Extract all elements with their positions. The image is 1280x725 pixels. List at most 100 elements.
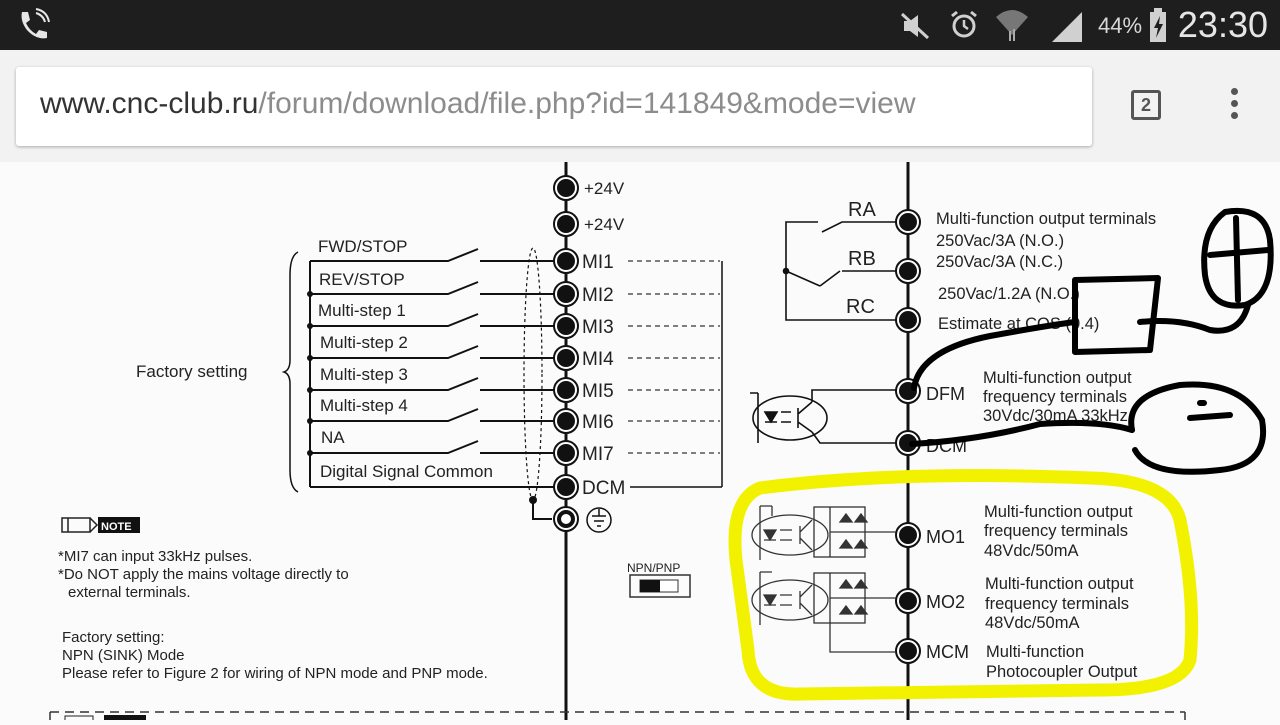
relay-rc-label: RC xyxy=(846,296,875,318)
switch-row xyxy=(307,377,720,393)
note-icon: NOTE xyxy=(61,517,140,533)
battery-charging-icon xyxy=(1150,8,1166,42)
mo1-label: MO1 xyxy=(926,527,965,547)
hand-drawn-annotations xyxy=(909,207,1274,475)
factory-note: Please refer to Figure 2 for wiring of N… xyxy=(62,665,488,682)
relay-rb-label: RB xyxy=(848,248,876,270)
url-bar[interactable]: www.cnc-club.ru/forum/download/file.php?… xyxy=(16,67,1092,146)
relay-text: Estimate at COS (0.4) xyxy=(938,315,1099,333)
mo2-text: frequency terminals xyxy=(985,595,1129,613)
terminal-screw xyxy=(553,506,579,532)
factory-note: NPN (SINK) Mode xyxy=(62,647,185,664)
tab-switcher-button[interactable]: 2 xyxy=(1131,90,1161,120)
mo1-text: Multi-function output xyxy=(984,503,1133,521)
mo1-text: 48Vdc/50mA xyxy=(984,542,1078,560)
mcm-text: Multi-function xyxy=(986,643,1084,661)
terminal-label: MI3 xyxy=(582,317,614,338)
input-label: REV/STOP xyxy=(319,270,405,289)
terminal-screw xyxy=(553,377,579,403)
terminal-screw xyxy=(553,175,579,201)
note-badge: NOTE xyxy=(101,521,132,533)
mo2-label: MO2 xyxy=(926,592,965,612)
battery-percent: 44% xyxy=(1098,13,1143,38)
switch-row xyxy=(307,408,720,424)
note-text: *Do NOT apply the mains voltage directly… xyxy=(58,566,349,583)
terminal-label: MI2 xyxy=(582,285,614,306)
url-host: www.cnc-club.ru xyxy=(40,87,259,120)
terminal-screw xyxy=(895,588,921,614)
dfm-text: Multi-function output xyxy=(983,369,1132,387)
terminal-label: +24V xyxy=(584,215,625,234)
terminal-label: MI5 xyxy=(582,381,614,402)
input-label: FWD/STOP xyxy=(318,237,407,256)
terminal-screw xyxy=(895,307,921,333)
terminal-screw xyxy=(553,313,579,339)
browser-toolbar: www.cnc-club.ru/forum/download/file.php?… xyxy=(0,50,1280,162)
terminal-screw xyxy=(553,345,579,371)
input-label: Multi-step 2 xyxy=(320,333,408,352)
dfm-text: frequency terminals xyxy=(983,388,1127,406)
terminal-screw xyxy=(553,248,579,274)
switch-row xyxy=(307,345,720,361)
relay-text: 250Vac/3A (N.C.) xyxy=(936,253,1063,271)
mo1-text: frequency terminals xyxy=(984,522,1128,540)
mcm-text: Photocoupler Output xyxy=(986,663,1138,681)
terminal-label: MI4 xyxy=(582,349,614,370)
switch-row xyxy=(307,440,720,456)
terminal-screw xyxy=(553,474,579,500)
url-path: /forum/download/file.php?id=141849&mode=… xyxy=(258,87,916,120)
output-terminals xyxy=(895,209,921,664)
input-label: NA xyxy=(321,428,345,447)
switch-row xyxy=(307,281,720,297)
terminal-screw xyxy=(895,258,921,284)
relay-ra-label: RA xyxy=(848,199,876,221)
wiring-diagram: Factory setting +24V +24V MI1 MI2 MI3 MI… xyxy=(49,162,1274,725)
wifi-icon xyxy=(996,10,1028,41)
terminal-screw xyxy=(553,281,579,307)
phone-call-icon xyxy=(21,8,50,39)
relay-text: Multi-function output terminals xyxy=(936,210,1156,228)
mo2-text: Multi-function output xyxy=(985,575,1134,593)
relay-text: 250Vac/3A (N.O.) xyxy=(936,232,1064,250)
terminal-screw xyxy=(553,440,579,466)
terminal-label: +24V xyxy=(584,179,625,198)
page-content: Factory setting +24V +24V MI1 MI2 MI3 MI… xyxy=(0,162,1280,725)
terminal-screw xyxy=(895,209,921,235)
clock: 23:30 xyxy=(1177,4,1268,45)
terminal-screw xyxy=(895,430,921,456)
mcm-label: MCM xyxy=(926,642,969,662)
note-text: *MI7 can input 33kHz pulses. xyxy=(58,548,252,565)
input-switch-rows xyxy=(307,248,720,488)
terminal-label: DCM xyxy=(582,478,625,499)
input-terminals xyxy=(553,175,579,532)
note-text: external terminals. xyxy=(68,584,191,601)
factory-setting-label: Factory setting xyxy=(136,362,248,381)
switch-row xyxy=(307,313,720,329)
npn-pnp-label: NPN/PNP xyxy=(627,561,680,575)
yellow-highlight xyxy=(728,469,1199,701)
input-label: Multi-step 3 xyxy=(320,365,408,384)
mute-icon xyxy=(900,12,930,40)
mo2-text: 48Vdc/50mA xyxy=(985,614,1079,632)
dfm-label: DFM xyxy=(926,384,965,404)
input-label: Digital Signal Common xyxy=(320,462,493,481)
input-label: Multi-step 1 xyxy=(318,301,406,320)
factory-note: Factory setting: xyxy=(62,629,165,646)
terminal-screw xyxy=(895,638,921,664)
overflow-menu-icon[interactable] xyxy=(1226,88,1242,124)
input-label: Multi-step 4 xyxy=(320,396,408,415)
terminal-screw xyxy=(553,211,579,237)
status-bar: 44% 23:30 xyxy=(0,0,1280,50)
terminal-label: MI7 xyxy=(582,444,614,465)
url-text[interactable]: www.cnc-club.ru/forum/download/file.php?… xyxy=(40,87,916,121)
terminal-screw xyxy=(553,408,579,434)
relay-text: 250Vac/1.2A (N.O.) xyxy=(938,285,1080,303)
photocoupler-outputs xyxy=(751,505,896,653)
terminal-label: MI1 xyxy=(582,252,614,273)
terminal-screw xyxy=(895,522,921,548)
terminal-label: MI6 xyxy=(582,412,614,433)
alarm-icon xyxy=(951,10,977,38)
switch-row xyxy=(310,248,720,262)
npn-pnp-switch xyxy=(629,574,691,598)
signal-icon xyxy=(1052,12,1082,42)
